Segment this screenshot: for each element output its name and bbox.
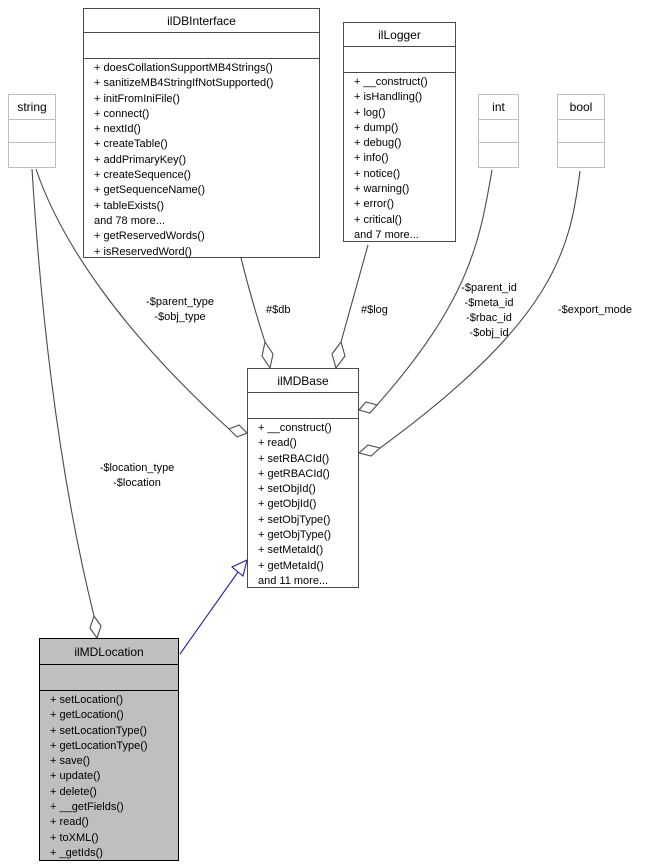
edge-label-db: #$db [266,304,291,316]
method-item-more: and 11 more... [258,574,329,587]
method-item-more: and 78 more... [94,214,165,227]
method-item: + initFromIniFile() [94,92,180,105]
method-item: + getSequenceName() [94,184,205,197]
edge-label-location: -$location_type -$location [99,462,175,489]
class-box-ilmdlocation[interactable]: ilMDLocation + setLocation() + getLocati… [39,638,179,861]
method-item: + update() [50,770,101,783]
method-item: + isReservedWord() [94,245,192,258]
edge-log [340,244,369,343]
method-item: + addPrimaryKey() [94,153,187,166]
method-item: + getLocationType() [50,739,148,752]
class-box-illogger[interactable]: ilLogger + __construct() + isHandling() … [343,22,456,242]
edge-label-ids: -$parent_id -$meta_id -$rbac_id -$obj_id [461,282,517,339]
method-item: + tableExists() [94,199,164,212]
attributes-compartment [84,33,319,59]
method-item: + __construct() [354,76,428,88]
edge-inheritance [179,571,239,655]
class-box-ilmdbase[interactable]: ilMDBase + __construct() + read() + setR… [247,368,359,588]
attributes-compartment [479,120,518,143]
method-item: + getMetaId() [258,559,324,572]
method-item: + __getFields() [50,801,124,814]
attributes-compartment [9,120,55,143]
class-title[interactable]: ilMDLocation [40,639,178,665]
method-item: + delete() [50,785,97,798]
method-item: + getObjId() [258,498,317,511]
aggregation-diamond-log [331,340,346,370]
methods-compartment [9,143,55,165]
attributes-compartment [248,393,358,419]
method-item: + __construct() [258,422,332,434]
edge-string-mdlocation [31,168,95,617]
aggregation-diamond-db [261,340,274,370]
edge-string-mdbase [35,168,230,430]
methods-compartment: + doesCollationSupportMB4Strings() + san… [84,59,319,260]
type-box-string: string [8,94,56,168]
method-item: + error() [354,198,395,211]
edge-bool [379,170,581,449]
method-item: + getRBACId() [258,467,330,480]
edge-db [240,257,266,343]
edge-label-export-mode: -$export_mode [558,304,632,316]
method-item: + critical() [354,213,402,226]
attributes-compartment [344,47,455,73]
method-item: + getObjType() [258,529,332,542]
method-item: + warning() [354,183,410,196]
methods-compartment [558,143,604,165]
class-title[interactable]: ilDBInterface [84,9,319,33]
method-item: + connect() [94,107,150,120]
method-item: + setLocation() [50,694,124,706]
class-title[interactable]: ilMDBase [248,369,358,393]
method-item: + nextId() [94,123,141,136]
aggregation-diamond-int [358,401,378,414]
method-item: + setObjId() [258,483,316,496]
edge-int [376,169,493,406]
inheritance-arrow [230,559,248,577]
method-item: + read() [258,437,297,450]
attributes-compartment [558,120,604,143]
type-box-bool: bool [557,94,605,168]
attributes-compartment [40,665,178,691]
method-item: + createSequence() [94,169,191,182]
method-item: + setObjType() [258,513,331,526]
methods-compartment: + __construct() + read() + setRBACId() +… [248,419,358,589]
edge-label-parent-type: -$parent_type -$obj_type [146,296,214,323]
method-item: + getLocation() [50,709,124,722]
type-title: string [9,95,55,120]
edge-label-log: #$log [361,304,388,316]
aggregation-diamond-string-mdlocation [89,614,102,640]
method-item: + sanitizeMB4StringIfNotSupported() [94,77,274,90]
type-box-int: int [478,94,519,168]
methods-compartment: + __construct() + isHandling() + log() +… [344,73,455,243]
class-box-ildbinterface[interactable]: ilDBInterface + doesCollationSupportMB4S… [83,8,320,258]
aggregation-diamond-bool [357,444,382,457]
method-item: + setRBACId() [258,452,330,465]
method-item: + doesCollationSupportMB4Strings() [94,62,273,74]
method-item: + log() [354,106,386,119]
methods-compartment [479,143,518,165]
method-item: + debug() [354,137,402,150]
method-item: + save() [50,755,91,768]
class-title[interactable]: ilLogger [344,23,455,47]
method-item: + setLocationType() [50,724,147,737]
method-item: + notice() [354,167,401,180]
methods-compartment: + setLocation() + getLocation() + setLoc… [40,691,178,861]
method-item: + dump() [354,121,399,134]
method-item: + isHandling() [354,91,423,104]
method-item: + toXML() [50,831,99,844]
method-item-more: and 7 more... [354,228,419,241]
method-item: + getReservedWords() [94,230,205,243]
method-item: + createTable() [94,138,168,151]
type-title: bool [558,95,604,120]
method-item: + _getIds() [50,846,103,859]
type-title: int [479,95,518,120]
aggregation-diamond-string-mdbase [228,424,248,438]
method-item: + setMetaId() [258,544,324,557]
method-item: + info() [354,152,389,165]
method-item: + read() [50,816,89,829]
